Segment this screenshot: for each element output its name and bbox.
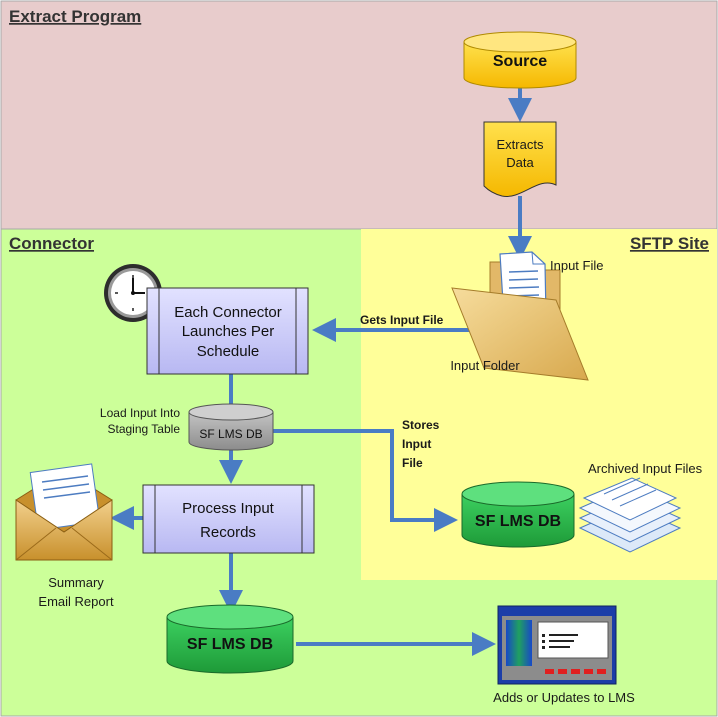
arrow-stores-input-file: [271, 429, 458, 532]
staging-db-node: SF LMS DB: [188, 403, 274, 451]
extracts-label-line1: Extracts: [497, 137, 544, 152]
archived-files-label: Archived Input Files: [588, 461, 703, 476]
region-title-connector: Connector: [9, 234, 94, 253]
connector-schedule-node: Each Connector Launches Per Schedule: [146, 287, 309, 375]
stores-input-file-label-line2: Input: [402, 437, 431, 451]
connector-label-line3: Schedule: [197, 343, 260, 360]
lms-window-icon: [497, 605, 617, 685]
source-db-node: Source: [463, 31, 577, 89]
archive-db-label: SF LMS DB: [475, 513, 561, 530]
input-folder-node: Input File Input Folder: [450, 251, 603, 381]
lms-label: Adds or Updates to LMS: [493, 690, 635, 705]
region-extract-program: [0, 0, 718, 230]
stores-input-file-label-line1: Stores: [402, 418, 440, 432]
input-file-label: Input File: [550, 258, 603, 273]
email-letter-icon: [29, 463, 101, 531]
archive-db-node: SF LMS DB: [461, 481, 575, 548]
connector-label-line2: Launches Per: [182, 323, 275, 340]
summary-email-node: Summary Email Report: [15, 463, 114, 609]
load-input-label-line2: Staging Table: [107, 422, 180, 436]
region-title-extract-program: Extract Program: [9, 7, 141, 26]
gets-input-file-label: Gets Input File: [360, 313, 444, 327]
region-title-sftp-site: SFTP Site: [630, 234, 709, 253]
envelope-front-icon: [15, 499, 113, 561]
stores-input-file-label-line3: File: [402, 456, 423, 470]
staging-db-label: SF LMS DB: [199, 427, 262, 441]
process-input-node: Process Input Records: [142, 484, 315, 554]
final-db-node: SF LMS DB: [166, 604, 294, 674]
connector-label-line1: Each Connector: [174, 304, 282, 321]
folder-front-icon: [451, 287, 589, 381]
process-label-line2: Records: [200, 524, 256, 541]
input-folder-label: Input Folder: [450, 358, 520, 373]
summary-label-line1: Summary: [48, 575, 104, 590]
process-label-line1: Process Input: [182, 500, 275, 517]
extracts-data-node: Extracts Data: [483, 121, 557, 197]
load-input-label-line1: Load Input Into: [100, 406, 180, 420]
archived-files-icon: [578, 477, 682, 553]
summary-label-line2: Email Report: [38, 594, 114, 609]
extracts-label-line2: Data: [506, 155, 534, 170]
final-db-label: SF LMS DB: [187, 636, 273, 653]
source-label: Source: [493, 53, 547, 70]
